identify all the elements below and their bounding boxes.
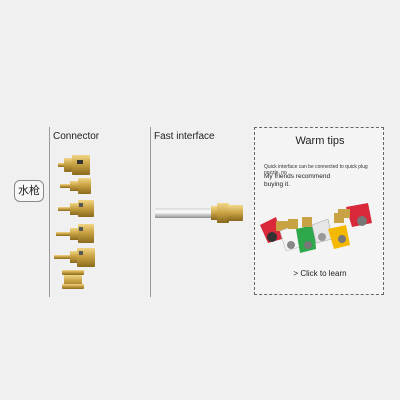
yellow-nozzle: [328, 213, 350, 249]
warm-tips-box: Warm tips Quick interface can be connect…: [254, 127, 384, 295]
white-nozzle: [279, 219, 301, 252]
click-to-learn-link[interactable]: > Click to learn: [293, 269, 347, 278]
warm-tips-text-line2: buying it.: [264, 181, 291, 188]
warm-tips-text: My friends recommend buying it.: [264, 173, 382, 189]
connector-title: Connector: [53, 131, 100, 142]
side-label: 水枪: [14, 180, 44, 202]
fast-interface-image: [155, 203, 243, 223]
connector-1: [58, 155, 90, 175]
warm-tips-text-line1: My friends recommend: [264, 173, 331, 180]
connector-4: [56, 224, 94, 243]
connector-6: [62, 270, 84, 289]
connector-5: [54, 248, 95, 267]
green-nozzle: [296, 217, 316, 253]
red-nozzle: [260, 217, 288, 243]
red-nozzle-right: [338, 203, 372, 227]
warm-tips-small-text: Quick interface can be connected to quic…: [264, 164, 368, 176]
warm-tips-title: Warm tips: [295, 135, 345, 147]
fast-interface-title: Fast interface: [154, 131, 215, 142]
connector-images: [54, 155, 95, 289]
silver-nozzle: [311, 218, 333, 244]
column-divider-left: [49, 127, 50, 297]
connector-3: [58, 200, 94, 217]
nozzles-image: [260, 203, 372, 253]
column-divider-middle: [150, 127, 151, 297]
connector-2: [60, 178, 91, 194]
